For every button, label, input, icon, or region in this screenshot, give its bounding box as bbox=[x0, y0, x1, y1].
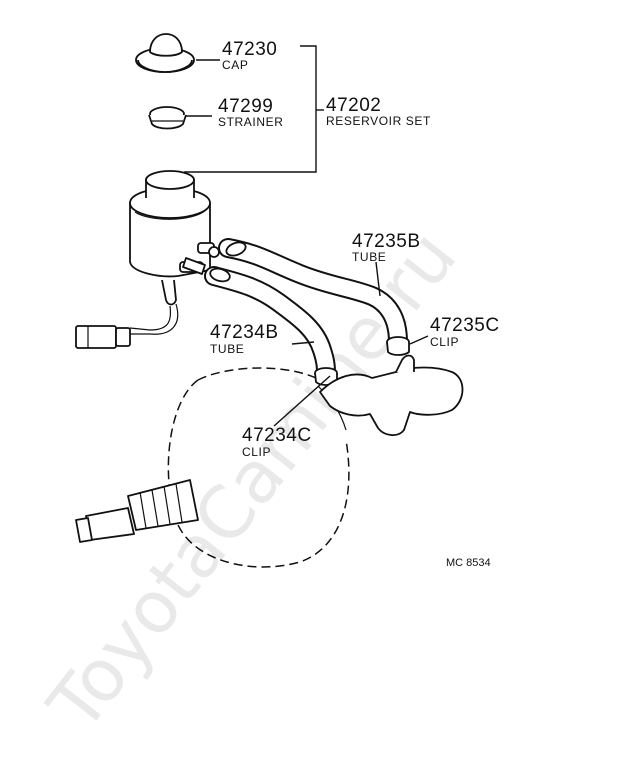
strainer-part-illustration bbox=[148, 106, 187, 130]
part-name-tube-47235b: TUBE bbox=[352, 250, 386, 264]
part-name-tube-47234b: TUBE bbox=[210, 342, 244, 356]
tube-47235b-illustration bbox=[218, 238, 410, 356]
reservoir-illustration bbox=[129, 170, 220, 278]
part-name-clip-47234c: CLIP bbox=[242, 445, 271, 459]
part-name-strainer: STRAINER bbox=[218, 115, 283, 129]
sensor-connector-illustration bbox=[75, 279, 179, 349]
part-name-cap: CAP bbox=[222, 58, 248, 72]
part-number-47234c: 47234C bbox=[242, 425, 312, 446]
diagram-reference-code: MC 8534 bbox=[446, 557, 491, 569]
part-number-47202: 47202 bbox=[326, 95, 381, 116]
brake-booster-illustration bbox=[75, 354, 464, 568]
part-number-47299: 47299 bbox=[218, 96, 273, 117]
tube-47234b-illustration bbox=[204, 266, 338, 386]
leader-lines bbox=[184, 45, 429, 427]
cap-part-illustration bbox=[135, 33, 195, 73]
part-number-47230: 47230 bbox=[222, 39, 277, 60]
part-number-47235b: 47235B bbox=[352, 231, 421, 252]
part-number-47234b: 47234B bbox=[210, 322, 279, 343]
part-name-reservoir-set: RESERVOIR SET bbox=[326, 114, 431, 128]
part-name-clip-47235c: CLIP bbox=[430, 335, 459, 349]
part-number-47235c: 47235C bbox=[430, 315, 500, 336]
